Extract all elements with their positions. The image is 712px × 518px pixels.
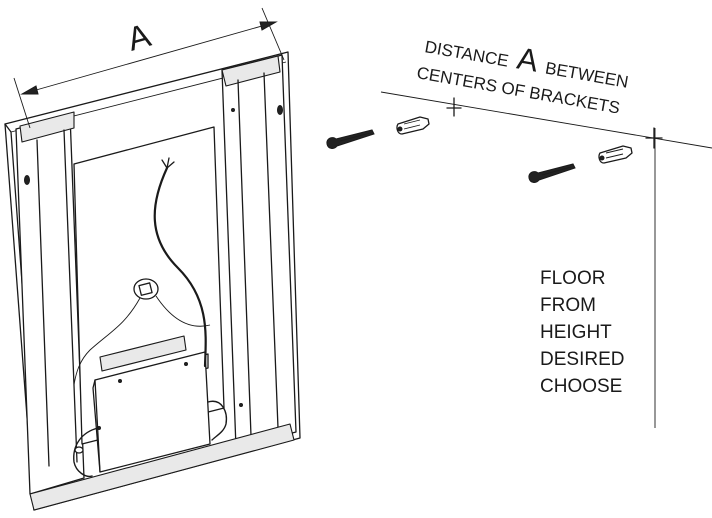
height-note-line: FROM xyxy=(540,295,596,316)
left-screw xyxy=(326,129,375,149)
wall-reference-lines xyxy=(380,91,712,428)
mirror-back-view xyxy=(4,51,301,511)
right-wall-anchor xyxy=(598,145,633,164)
right-screw xyxy=(528,163,576,183)
power-supply-box xyxy=(92,335,211,473)
left-bracket-rail xyxy=(15,111,85,495)
right-bracket-rail xyxy=(221,54,297,449)
switch xyxy=(133,278,159,300)
distance-note-letter: A xyxy=(515,41,542,79)
height-note-line: HEIGHT xyxy=(540,322,612,343)
height-note-line: CHOOSE xyxy=(540,376,622,397)
left-wall-anchor xyxy=(396,116,430,135)
height-note: FLOOR FROM HEIGHT DESIRED CHOOSE xyxy=(540,268,624,397)
height-note-line: FLOOR xyxy=(540,268,605,289)
wiring xyxy=(73,157,228,478)
right-bracket-mark xyxy=(645,127,663,149)
left-bracket-mark xyxy=(446,97,462,117)
height-note-line: DESIRED xyxy=(540,349,624,370)
dimension-a-label: A xyxy=(123,16,154,58)
